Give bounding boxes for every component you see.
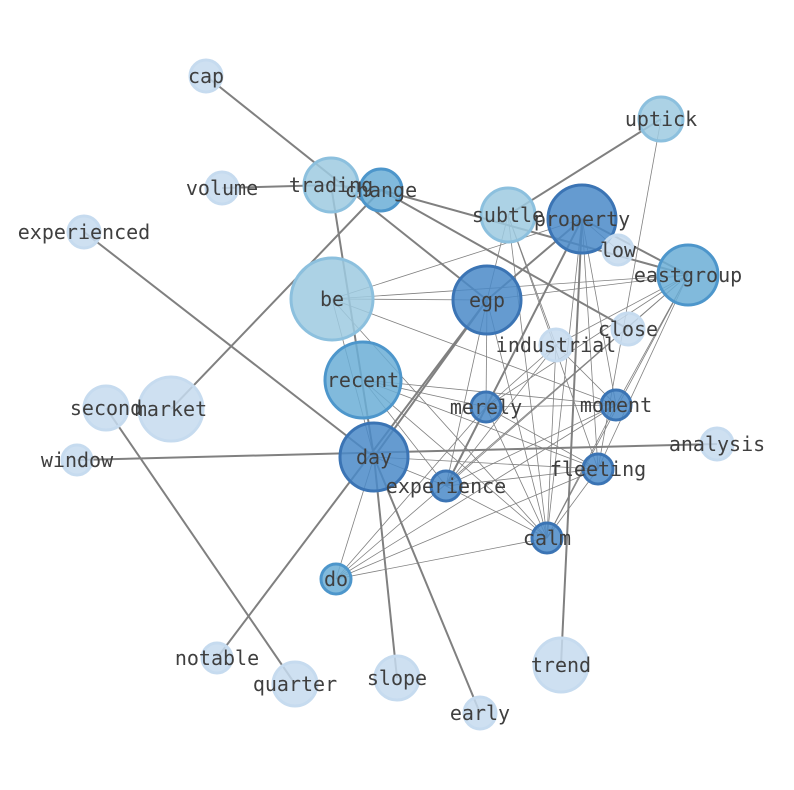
node-day[interactable] bbox=[338, 421, 410, 493]
edge-day-slope bbox=[373, 456, 398, 679]
node-label-low: low bbox=[600, 238, 637, 262]
node-slope[interactable] bbox=[373, 654, 421, 702]
edge-change-eastgroup bbox=[380, 189, 689, 276]
node-label-fleeting: fleeting bbox=[550, 457, 646, 481]
edge-uptick-subtle bbox=[507, 118, 662, 216]
node-label-slope: slope bbox=[367, 666, 427, 690]
node-label-experienced: experienced bbox=[18, 220, 150, 244]
edge-property-fleeting bbox=[581, 218, 599, 470]
node-trading[interactable] bbox=[302, 156, 360, 214]
node-label-notable: notable bbox=[175, 646, 259, 670]
node-label-window: window bbox=[41, 448, 114, 472]
node-label-merely: merely bbox=[450, 395, 522, 419]
node-label-volume: volume bbox=[186, 176, 258, 200]
node-do[interactable] bbox=[319, 562, 353, 596]
node-property[interactable] bbox=[546, 183, 618, 255]
node-label-experience: experience bbox=[386, 474, 506, 498]
node-notable[interactable] bbox=[200, 641, 234, 675]
node-label-subtle: subtle bbox=[472, 203, 544, 227]
node-label-property: property bbox=[534, 207, 630, 231]
node-low[interactable] bbox=[601, 233, 635, 267]
node-industrial[interactable] bbox=[538, 327, 574, 363]
node-subtle[interactable] bbox=[479, 186, 537, 244]
node-second[interactable] bbox=[82, 384, 130, 432]
node-layer bbox=[60, 58, 735, 731]
node-label-market: market bbox=[135, 397, 207, 421]
node-change[interactable] bbox=[358, 167, 404, 213]
node-trend[interactable] bbox=[532, 636, 590, 694]
edge-property-trend bbox=[560, 218, 583, 666]
edge-moment-experience bbox=[445, 404, 617, 487]
node-label-recent: recent bbox=[327, 368, 399, 392]
node-uptick[interactable] bbox=[637, 95, 685, 143]
edge-property-calm bbox=[546, 218, 583, 539]
node-merely[interactable] bbox=[469, 390, 503, 424]
node-label-egp: egp bbox=[469, 288, 505, 312]
edge-fleeting-experience bbox=[445, 468, 599, 487]
edge-eastgroup-merely bbox=[485, 274, 689, 408]
node-experience[interactable] bbox=[429, 469, 463, 503]
node-label-close: close bbox=[598, 317, 658, 341]
edge-do-calm bbox=[335, 537, 548, 580]
node-cap[interactable] bbox=[188, 58, 224, 94]
node-label-do: do bbox=[324, 567, 348, 591]
edge-egp-calm bbox=[486, 299, 548, 539]
node-analysis[interactable] bbox=[699, 426, 735, 462]
edge-recent-calm bbox=[362, 379, 548, 539]
edge-industrial-calm bbox=[546, 344, 557, 539]
edge-fleeting-day bbox=[373, 456, 599, 470]
node-label-calm: calm bbox=[523, 526, 571, 550]
node-calm[interactable] bbox=[530, 521, 564, 555]
node-early[interactable] bbox=[462, 695, 498, 731]
edge-merely-fleeting bbox=[485, 406, 599, 470]
edge-moment-calm bbox=[546, 404, 617, 539]
node-label-day: day bbox=[356, 445, 392, 469]
edge-industrial-experience bbox=[445, 344, 557, 487]
node-label-early: early bbox=[450, 701, 510, 725]
node-label-second: second bbox=[70, 396, 142, 420]
node-recent[interactable] bbox=[323, 340, 403, 420]
node-egp[interactable] bbox=[451, 264, 523, 336]
node-label-trend: trend bbox=[531, 653, 591, 677]
node-moment[interactable] bbox=[599, 388, 633, 422]
edge-change-close bbox=[380, 189, 629, 330]
edge-merely-do bbox=[335, 406, 487, 580]
node-label-eastgroup: eastgroup bbox=[634, 263, 742, 287]
node-label-cap: cap bbox=[188, 64, 224, 88]
node-fleeting[interactable] bbox=[581, 452, 615, 486]
node-label-industrial: industrial bbox=[496, 333, 616, 357]
node-close[interactable] bbox=[610, 311, 646, 347]
edge-be-property bbox=[331, 218, 583, 300]
node-label-quarter: quarter bbox=[253, 672, 337, 696]
edge-be-calm bbox=[331, 298, 548, 539]
node-label-analysis: analysis bbox=[669, 432, 765, 456]
edge-recent-fleeting bbox=[362, 379, 599, 470]
node-label-trading: trading bbox=[289, 173, 373, 197]
node-label-uptick: uptick bbox=[625, 107, 697, 131]
edge-experienced-day bbox=[83, 231, 375, 458]
edge-moment-do bbox=[335, 404, 617, 580]
edge-do-fleeting bbox=[335, 468, 599, 580]
node-experienced[interactable] bbox=[66, 214, 102, 250]
edge-change-market bbox=[170, 189, 382, 410]
edge-subtle-calm bbox=[507, 214, 548, 539]
node-eastgroup[interactable] bbox=[656, 243, 720, 307]
edge-eastgroup-fleeting bbox=[597, 274, 689, 470]
node-label-be: be bbox=[320, 287, 344, 311]
node-label-change: change bbox=[345, 178, 417, 202]
edge-merely-calm bbox=[485, 406, 548, 539]
node-be[interactable] bbox=[289, 256, 375, 342]
node-volume[interactable] bbox=[204, 170, 240, 206]
node-window[interactable] bbox=[60, 443, 94, 477]
node-market[interactable] bbox=[137, 375, 205, 443]
node-quarter[interactable] bbox=[271, 660, 319, 708]
edge-property-experience bbox=[445, 218, 583, 487]
node-label-moment: moment bbox=[580, 393, 652, 417]
edge-day-early bbox=[373, 456, 481, 714]
edge-second-quarter bbox=[105, 407, 296, 685]
